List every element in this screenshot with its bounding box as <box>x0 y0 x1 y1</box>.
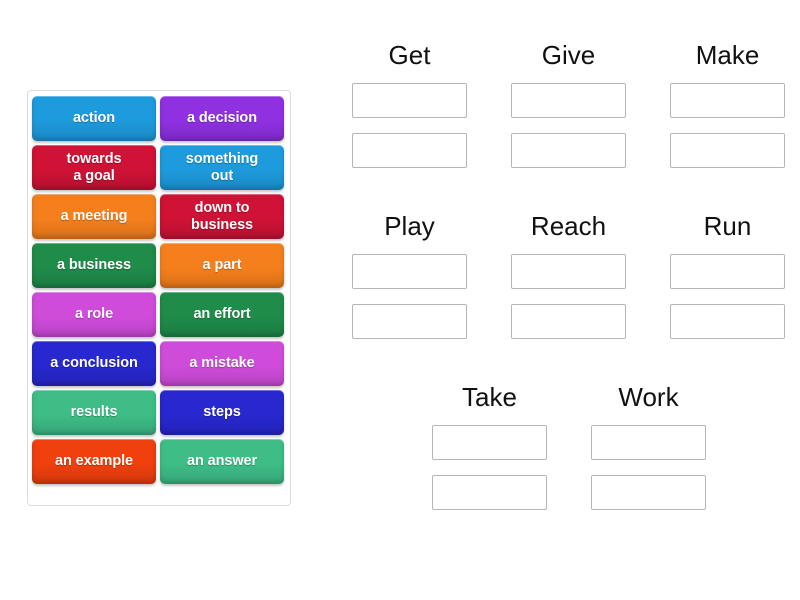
dropzone[interactable] <box>591 475 706 510</box>
tile-label: something out <box>185 150 259 184</box>
group-title: Play <box>384 211 435 241</box>
dropzone[interactable] <box>352 304 467 339</box>
draggable-tile[interactable]: a part <box>160 243 284 288</box>
dropzone[interactable] <box>352 133 467 168</box>
group-row: Play Reach Run <box>300 211 800 339</box>
tile-label: down to business <box>190 199 254 233</box>
tile-label: a meeting <box>60 208 128 224</box>
tile-label: an effort <box>193 306 251 322</box>
group-make: Make <box>648 40 800 168</box>
group-take: Take <box>410 382 569 510</box>
dropzone[interactable] <box>591 425 706 460</box>
group-work: Work <box>569 382 728 510</box>
tile-label: towards a goal <box>66 150 122 184</box>
dropzone[interactable] <box>670 133 785 168</box>
draggable-tile[interactable]: an answer <box>160 439 284 484</box>
group-run: Run <box>648 211 800 339</box>
dropzone[interactable] <box>670 83 785 118</box>
group-title: Reach <box>530 211 607 241</box>
draggable-tile[interactable]: an effort <box>160 292 284 337</box>
tile-label: action <box>72 110 116 126</box>
group-play: Play <box>330 211 489 339</box>
tile-label: steps <box>203 404 241 420</box>
dropzone[interactable] <box>432 475 547 510</box>
dropzone[interactable] <box>432 425 547 460</box>
group-row: Take Work <box>300 382 800 510</box>
draggable-tile[interactable]: a meeting <box>32 194 156 239</box>
draggable-tile[interactable]: a mistake <box>160 341 284 386</box>
tile-label: an answer <box>186 453 258 469</box>
group-title: Work <box>618 382 679 412</box>
dropzone[interactable] <box>670 304 785 339</box>
draggable-tile[interactable]: an example <box>32 439 156 484</box>
dropzone[interactable] <box>511 83 626 118</box>
tile-label: a conclusion <box>50 355 138 371</box>
draggable-tile[interactable]: down to business <box>160 194 284 239</box>
draggable-tile[interactable]: something out <box>160 145 284 190</box>
tile-label: a role <box>74 306 114 322</box>
group-reach: Reach <box>489 211 648 339</box>
dropzone[interactable] <box>511 133 626 168</box>
dropzone[interactable] <box>511 304 626 339</box>
tile-label: an example <box>55 453 133 469</box>
tile-tray: action a decision towards a goal something … <box>27 90 291 506</box>
group-title: Get <box>388 40 431 70</box>
draggable-tile[interactable]: a conclusion <box>32 341 156 386</box>
tile-label: results <box>70 404 118 420</box>
draggable-tile[interactable]: results <box>32 390 156 435</box>
draggable-tile[interactable]: a decision <box>160 96 284 141</box>
group-title: Run <box>703 211 752 241</box>
dropzone[interactable] <box>352 254 467 289</box>
tile-label: a part <box>202 257 242 273</box>
group-row: Get Give Make <box>300 40 800 168</box>
tile-label: a mistake <box>189 355 255 371</box>
tile-grid: action a decision towards a goal something … <box>32 96 286 484</box>
group-title: Take <box>462 382 517 412</box>
dropzone[interactable] <box>511 254 626 289</box>
group-title: Give <box>541 40 596 70</box>
tile-label: a business <box>57 257 131 273</box>
dropzone[interactable] <box>352 83 467 118</box>
dropzone[interactable] <box>670 254 785 289</box>
group-get: Get <box>330 40 489 168</box>
group-title: Make <box>695 40 760 70</box>
draggable-tile[interactable]: a role <box>32 292 156 337</box>
tile-label: a decision <box>187 110 257 126</box>
draggable-tile[interactable]: steps <box>160 390 284 435</box>
group-give: Give <box>489 40 648 168</box>
draggable-tile[interactable]: a business <box>32 243 156 288</box>
draggable-tile[interactable]: action <box>32 96 156 141</box>
draggable-tile[interactable]: towards a goal <box>32 145 156 190</box>
